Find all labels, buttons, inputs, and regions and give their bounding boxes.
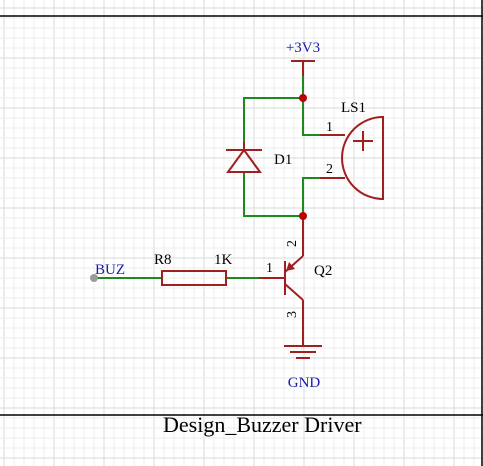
buzzer-pin1-label: 1 <box>326 120 333 135</box>
sheet-title: Design_Buzzer Driver <box>163 412 362 437</box>
resistor-ref-label: R8 <box>154 252 172 268</box>
diode-d1[interactable]: D1 <box>226 142 292 173</box>
resistor-value-label: 1K <box>214 252 233 268</box>
transistor-pin3-label: 3 <box>285 311 300 318</box>
transistor-emitter-arrow <box>286 262 295 271</box>
buz-pin-dot <box>90 274 98 282</box>
buzzer-ls1[interactable]: LS1 1 2 <box>320 100 384 201</box>
diode-ref-label: D1 <box>274 152 292 168</box>
ground-symbol: GND <box>284 345 322 391</box>
resistor-body <box>161 270 227 286</box>
junction-mid <box>299 212 307 220</box>
diode-triangle <box>226 148 262 173</box>
transistor-collector-diag <box>284 283 304 301</box>
transistor-q2[interactable]: Q2 1 2 3 <box>259 216 332 346</box>
transistor-ref-label: Q2 <box>314 263 332 279</box>
power-symbol: +3V3 <box>286 40 320 76</box>
buzzer-ref-label: LS1 <box>341 100 366 116</box>
transistor-pin1-label: 1 <box>266 261 273 276</box>
ground-net-label: GND <box>288 375 321 391</box>
buz-net-port[interactable]: BUZ <box>90 262 125 282</box>
buzzer-body <box>341 115 384 201</box>
buzzer-pin2-label: 2 <box>326 162 333 177</box>
power-net-label: +3V3 <box>286 40 320 56</box>
transistor-pin2-label: 2 <box>285 240 300 247</box>
buz-net-label: BUZ <box>95 262 125 278</box>
resistor-r8[interactable]: R8 1K <box>154 252 233 286</box>
wires <box>93 75 321 279</box>
junction-top <box>299 94 307 102</box>
